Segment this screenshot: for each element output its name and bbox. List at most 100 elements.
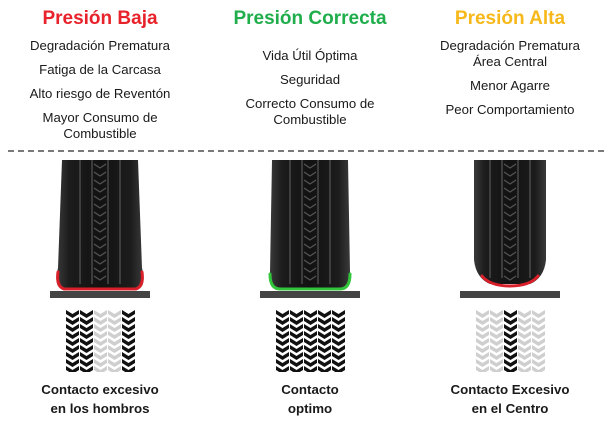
tread-block — [80, 338, 93, 346]
tread-block — [276, 310, 289, 318]
tread-block — [504, 345, 517, 353]
tread-footprint-high — [476, 310, 546, 377]
tread-block — [80, 324, 93, 332]
tread-block — [66, 338, 79, 346]
tread-block — [94, 359, 107, 367]
caption-low: Contacto excesivo en los hombros — [0, 380, 200, 418]
tire-drawing — [260, 160, 360, 298]
tread-block — [318, 331, 331, 339]
tread-block — [94, 331, 107, 339]
tread-block — [80, 331, 93, 339]
tire-drawing — [50, 160, 150, 298]
tread-chevron — [93, 195, 107, 201]
tread-chevron — [503, 219, 517, 225]
effects-list-high: Degradación Prematura Área Central Menor… — [410, 38, 610, 126]
tread-block — [332, 310, 345, 318]
tire-body — [474, 160, 546, 284]
effect-item: Menor Agarre — [470, 78, 550, 93]
tread-chevron — [503, 227, 517, 233]
tread-footprint-drawing — [476, 310, 545, 374]
tread-chevron — [93, 275, 107, 281]
tread-chevron — [503, 259, 517, 265]
tread-block — [122, 324, 135, 332]
tread-chevron — [303, 267, 317, 273]
tread-block — [490, 310, 503, 318]
tread-block — [504, 317, 517, 325]
title-low-pressure: Presión Baja — [42, 8, 158, 29]
tread-block — [276, 331, 289, 339]
effect-item: Correcto Consumo de Combustible — [245, 96, 375, 127]
caption-correct: Contacto optimo — [210, 380, 410, 418]
tread-block — [318, 310, 331, 318]
tread-chevron — [93, 203, 107, 209]
tread-block — [122, 331, 135, 339]
tread-block — [518, 352, 531, 360]
tread-block — [94, 310, 107, 318]
tread-block — [532, 317, 545, 325]
tread-block — [108, 338, 121, 346]
tread-block — [318, 352, 331, 360]
contact-highlight — [268, 272, 352, 291]
tread-chevron — [93, 235, 107, 241]
tread-footprint-correct — [276, 310, 346, 377]
tread-block — [94, 317, 107, 325]
tread-block — [490, 324, 503, 332]
tread-chevron — [303, 251, 317, 257]
effect-item: Seguridad — [279, 72, 341, 87]
tread-chevron — [303, 203, 317, 209]
tread-chevron — [503, 179, 517, 185]
tread-block — [276, 338, 289, 346]
caption-line: Contacto Excesivo — [450, 382, 570, 397]
tread-chevron — [503, 251, 517, 257]
tread-block — [504, 324, 517, 332]
tread-block — [504, 331, 517, 339]
tread-block — [290, 345, 303, 353]
tread-chevron — [503, 195, 517, 201]
tread-block — [518, 359, 531, 367]
tread-block — [476, 317, 489, 325]
tread-block — [318, 324, 331, 332]
tread-footprint-drawing — [66, 310, 135, 374]
tread-block — [504, 310, 517, 318]
tread-block — [276, 345, 289, 353]
tire-drawing — [460, 160, 560, 298]
tread-block — [490, 359, 503, 367]
contact-highlight — [56, 270, 144, 291]
tread-block — [332, 352, 345, 360]
tread-footprint-low — [66, 310, 136, 377]
tread-chevron — [303, 211, 317, 217]
tread-block — [276, 324, 289, 332]
tread-block — [276, 317, 289, 325]
tread-chevron — [303, 235, 317, 241]
tread-block — [476, 338, 489, 346]
tire-correct-pressure — [260, 160, 360, 305]
tread-block — [94, 352, 107, 360]
tread-block — [532, 324, 545, 332]
tread-block — [332, 338, 345, 346]
tread-block — [80, 310, 93, 318]
caption-line: en el Centro — [471, 401, 549, 416]
tread-block — [94, 324, 107, 332]
tread-block — [108, 317, 121, 325]
tread-block — [304, 345, 317, 353]
tread-block — [304, 352, 317, 360]
effect-item: Alto riesgo de Reventón — [29, 86, 171, 101]
tread-block — [490, 317, 503, 325]
tread-chevron — [93, 227, 107, 233]
effects-list-low: Degradación Prematura Fatiga de la Carca… — [0, 38, 200, 150]
tread-block — [304, 317, 317, 325]
tread-block — [532, 338, 545, 346]
tread-block — [518, 331, 531, 339]
tread-block — [66, 359, 79, 367]
tread-chevron — [93, 267, 107, 273]
tread-block — [476, 359, 489, 367]
tread-block — [304, 324, 317, 332]
tread-chevron — [303, 259, 317, 265]
tread-block — [518, 324, 531, 332]
contact-highlight — [480, 274, 540, 288]
tread-block — [66, 352, 79, 360]
effect-item: Peor Comportamiento — [445, 102, 575, 117]
tread-block — [518, 338, 531, 346]
caption-line: Contacto — [281, 382, 339, 397]
tread-chevron — [303, 243, 317, 249]
